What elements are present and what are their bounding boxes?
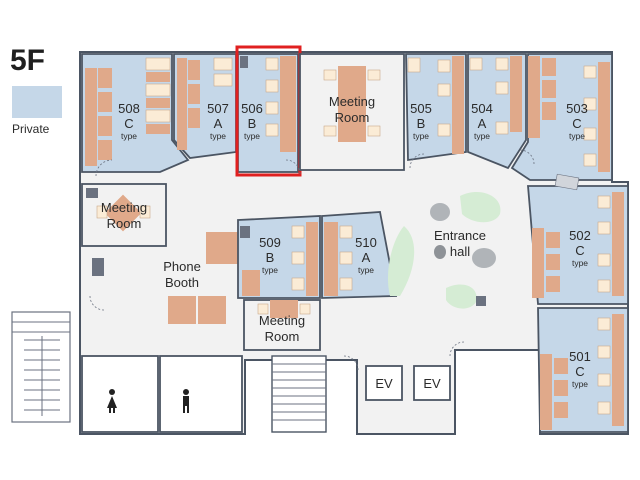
meeting-room-top[interactable]: Meeting Room — [299, 53, 405, 171]
room-510[interactable]: 510 A type — [321, 211, 398, 299]
entrance-hall: Entrance hall — [387, 192, 501, 309]
room-501-number: 501 — [569, 349, 591, 364]
meeting-room-center[interactable]: Meeting Room — [243, 299, 321, 351]
room-505[interactable]: 505 B type — [405, 53, 467, 162]
room-506[interactable]: 506 B type — [237, 53, 299, 173]
room-506-number: 506 — [241, 101, 263, 116]
meeting-room-top-line1: Meeting — [329, 94, 375, 109]
room-501-type-word: type — [572, 379, 588, 389]
room-501[interactable]: 501 C type — [537, 307, 629, 433]
phone-booth[interactable]: Phone Booth — [92, 232, 238, 324]
room-509-type-word: type — [262, 265, 278, 275]
room-508-number: 508 — [118, 101, 140, 116]
room-507-number: 507 — [207, 101, 229, 116]
room-502-type-word: type — [572, 258, 588, 268]
room-505-number: 505 — [410, 101, 432, 116]
room-507-type: A — [214, 116, 223, 131]
meeting-room-center-line1: Meeting — [259, 313, 305, 328]
room-505-type: B — [417, 116, 426, 131]
room-504-type-word: type — [474, 131, 490, 141]
elevator-1[interactable]: EV — [365, 365, 403, 401]
room-504-type: A — [478, 116, 487, 131]
room-508-type-word: type — [121, 131, 137, 141]
phone-booth-line2: Booth — [165, 275, 199, 290]
entrance-hall-line2: hall — [450, 244, 470, 259]
elevator-2[interactable]: EV — [413, 365, 451, 401]
room-502[interactable]: 502 C type — [527, 173, 629, 305]
room-507-type-word: type — [210, 131, 226, 141]
room-510-number: 510 — [355, 235, 377, 250]
legend-private-label: Private — [12, 122, 50, 136]
room-503-type: C — [572, 116, 581, 131]
room-505-type-word: type — [413, 131, 429, 141]
meeting-room-left[interactable]: Meeting Room — [81, 183, 167, 247]
room-510-type: A — [362, 250, 371, 265]
room-510-type-word: type — [358, 265, 374, 275]
room-503-type-word: type — [569, 131, 585, 141]
room-509-number: 509 — [259, 235, 281, 250]
entrance-hall-line1: Entrance — [434, 228, 486, 243]
room-506-type: B — [248, 116, 257, 131]
room-506-type-word: type — [244, 131, 260, 141]
meeting-room-left-line2: Room — [107, 216, 142, 231]
room-509[interactable]: 509 B type — [237, 215, 321, 299]
room-509-type: B — [266, 250, 275, 265]
room-507[interactable]: 507 A type — [173, 53, 237, 159]
meeting-room-left-line1: Meeting — [101, 200, 147, 215]
room-501-type: C — [575, 364, 584, 379]
exterior-staircase — [11, 311, 71, 423]
room-502-number: 502 — [569, 228, 591, 243]
male-restroom-icon — [183, 389, 189, 413]
room-508-type: C — [124, 116, 133, 131]
room-503-number: 503 — [566, 101, 588, 116]
interior-staircase — [271, 355, 327, 433]
female-restroom-icon — [107, 389, 117, 413]
phone-booth-line1: Phone — [163, 259, 201, 274]
restroom-male[interactable] — [159, 355, 243, 433]
room-504[interactable]: 504 A type — [467, 53, 527, 170]
door-swings — [89, 149, 535, 371]
restroom-female[interactable] — [81, 355, 159, 433]
room-503[interactable]: 503 C type — [510, 53, 613, 181]
elevator-2-label: EV — [423, 376, 441, 391]
meeting-room-center-line2: Room — [265, 329, 300, 344]
floor-label: 5F — [10, 44, 46, 77]
meeting-room-top-line2: Room — [335, 110, 370, 125]
elevator-1-label: EV — [375, 376, 393, 391]
room-504-number: 504 — [471, 101, 493, 116]
legend-private-swatch — [12, 86, 62, 118]
room-508[interactable]: 508 C type — [81, 53, 190, 173]
room-502-type: C — [575, 243, 584, 258]
